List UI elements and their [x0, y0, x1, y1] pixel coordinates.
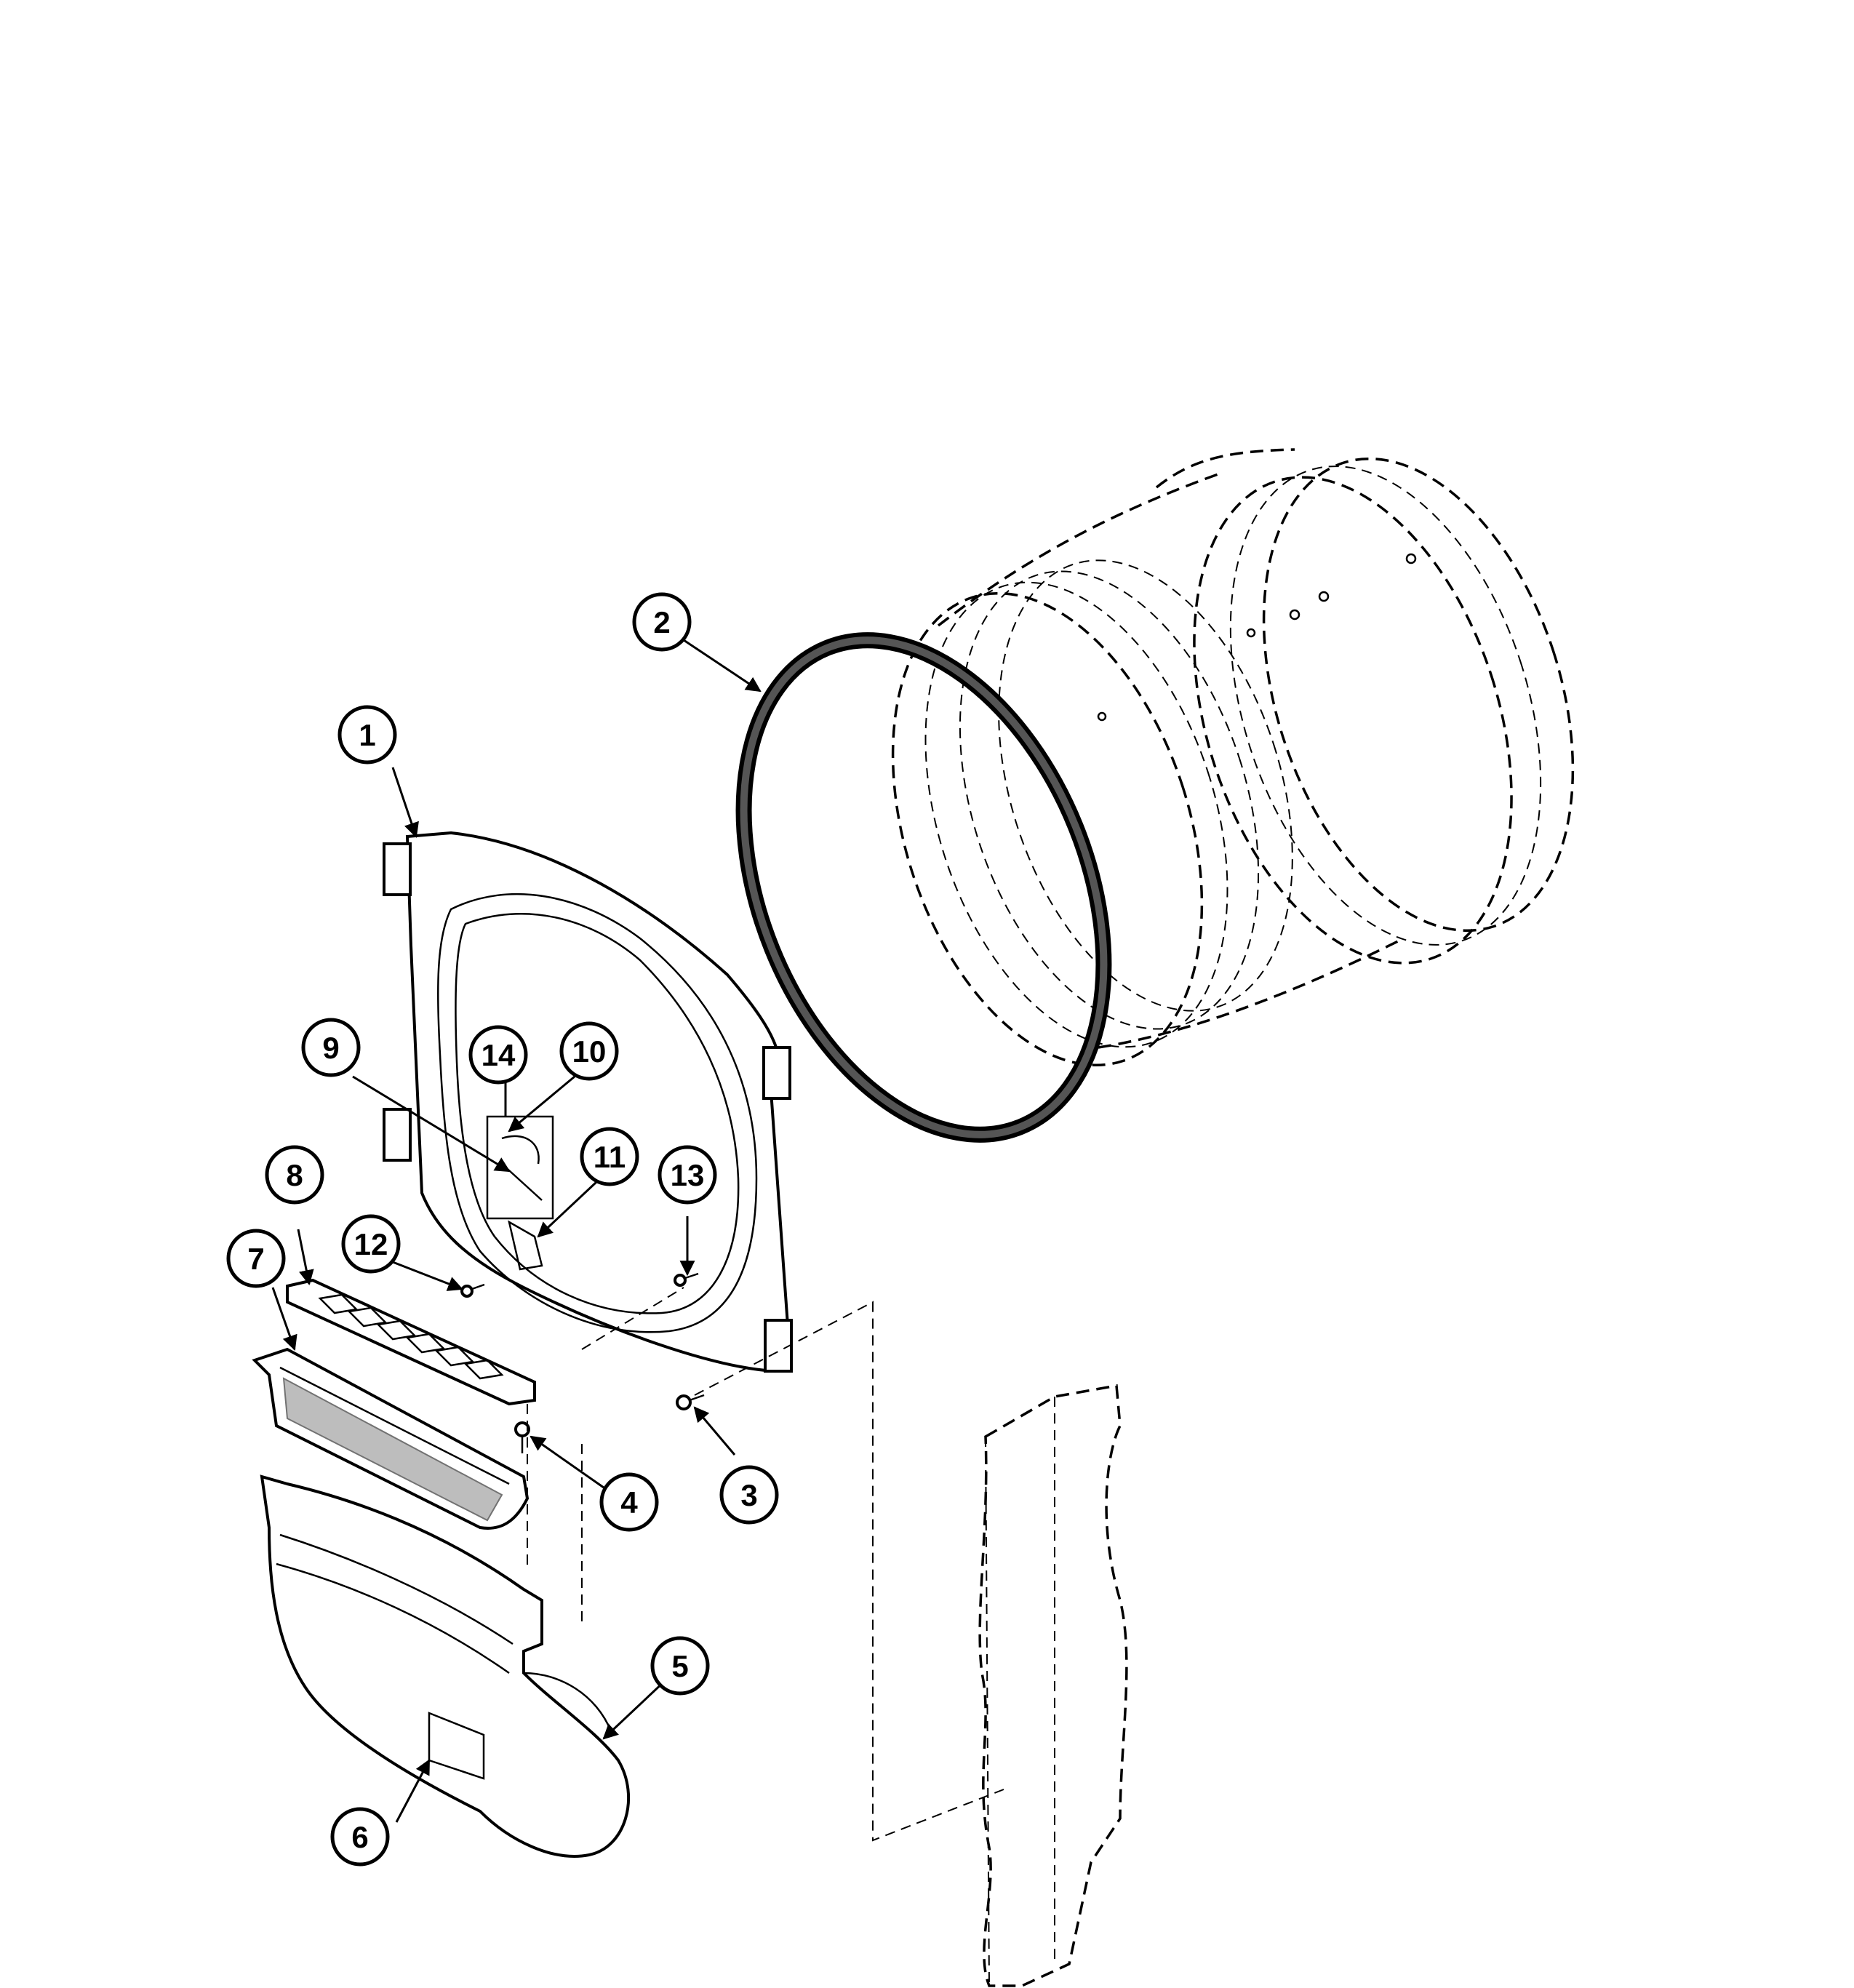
svg-text:10: 10	[572, 1034, 607, 1069]
lint-screen	[252, 1347, 530, 1530]
svg-text:5: 5	[671, 1649, 688, 1683]
drum-seal-gasket	[735, 632, 1112, 1143]
svg-text:1: 1	[359, 718, 375, 752]
callout-1: 1	[337, 705, 397, 765]
screw-3	[676, 1394, 705, 1410]
svg-text:13: 13	[671, 1158, 705, 1192]
screw-4	[514, 1421, 530, 1453]
lint-filter-grille	[286, 1278, 536, 1406]
svg-text:2: 2	[653, 605, 670, 639]
callout-13: 13	[658, 1145, 717, 1205]
callout-10: 10	[559, 1021, 619, 1081]
svg-text:8: 8	[286, 1158, 303, 1192]
drum-outline	[891, 448, 1575, 1067]
screw-12	[460, 1283, 485, 1298]
callout-2: 2	[632, 592, 692, 652]
svg-text:7: 7	[247, 1242, 264, 1276]
callout-12: 12	[341, 1214, 401, 1274]
alignment-line-panel	[694, 1301, 1004, 1842]
callout-8: 8	[265, 1145, 324, 1205]
front-bulkhead-panel	[383, 831, 793, 1373]
svg-text:3: 3	[740, 1478, 757, 1512]
alignment-line	[581, 1287, 684, 1350]
front-panel-reference	[978, 1384, 1128, 1987]
callout-4: 4	[599, 1472, 659, 1532]
svg-text:14: 14	[482, 1038, 516, 1072]
svg-text:6: 6	[351, 1820, 368, 1854]
callout-3: 3	[719, 1465, 779, 1525]
lint-duct	[260, 1474, 630, 1858]
callout-14: 14	[468, 1025, 528, 1085]
svg-text:4: 4	[620, 1485, 638, 1520]
callout-11: 11	[580, 1127, 639, 1186]
callout-5: 5	[650, 1636, 710, 1696]
callout-6: 6	[330, 1807, 390, 1867]
callout-7: 7	[226, 1229, 286, 1288]
callout-9: 9	[301, 1018, 361, 1077]
svg-text:12: 12	[354, 1227, 388, 1261]
svg-text:9: 9	[322, 1031, 339, 1065]
svg-text:11: 11	[594, 1140, 626, 1174]
